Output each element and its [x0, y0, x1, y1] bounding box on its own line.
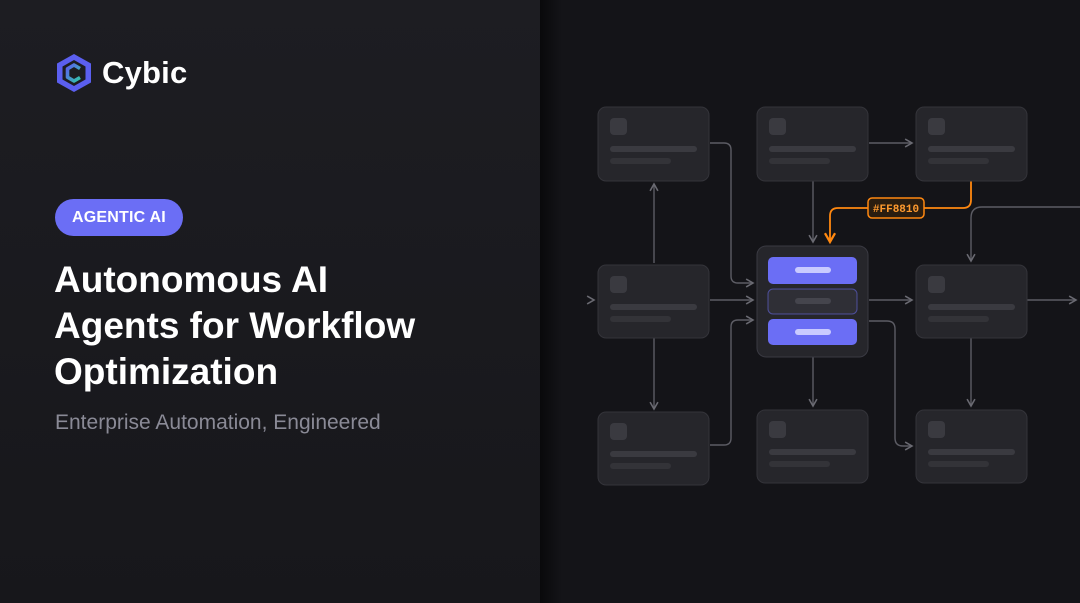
hub-node — [756, 245, 869, 358]
card-top-left — [597, 106, 710, 182]
brand-name: Cybic — [102, 55, 188, 90]
card-bottom-center — [756, 409, 869, 484]
hexagon-c-logo-icon — [57, 54, 91, 92]
tagline: Enterprise Automation, Engineered — [55, 411, 381, 434]
hex-label-text: #FF8810 — [873, 204, 919, 216]
card-mid-right — [915, 264, 1028, 339]
headline: Autonomous AI Agents for Workflow Optimi… — [54, 257, 524, 395]
panel-divider — [540, 0, 562, 603]
connector-bl-hub — [710, 315, 755, 446]
connector-tl-hub — [710, 142, 755, 288]
connector-lines — [560, 138, 1080, 451]
headline-line-2: Agents for Workflow — [54, 305, 416, 346]
connector-hub-br — [869, 320, 914, 451]
brand-logo: Cybic — [54, 51, 187, 95]
card-top-center — [756, 106, 869, 182]
connector-right-in — [966, 206, 1080, 263]
category-badge: AGENTIC AI — [55, 199, 183, 236]
text-panel — [0, 0, 540, 603]
card-bottom-right — [915, 409, 1028, 484]
headline-line-3: Optimization — [54, 351, 279, 392]
headline-line-1: Autonomous AI — [54, 259, 329, 300]
card-mid-left — [597, 264, 710, 339]
card-top-right — [915, 106, 1028, 182]
hex-label: #FF8810 — [867, 197, 925, 219]
card-bottom-left — [597, 411, 710, 486]
